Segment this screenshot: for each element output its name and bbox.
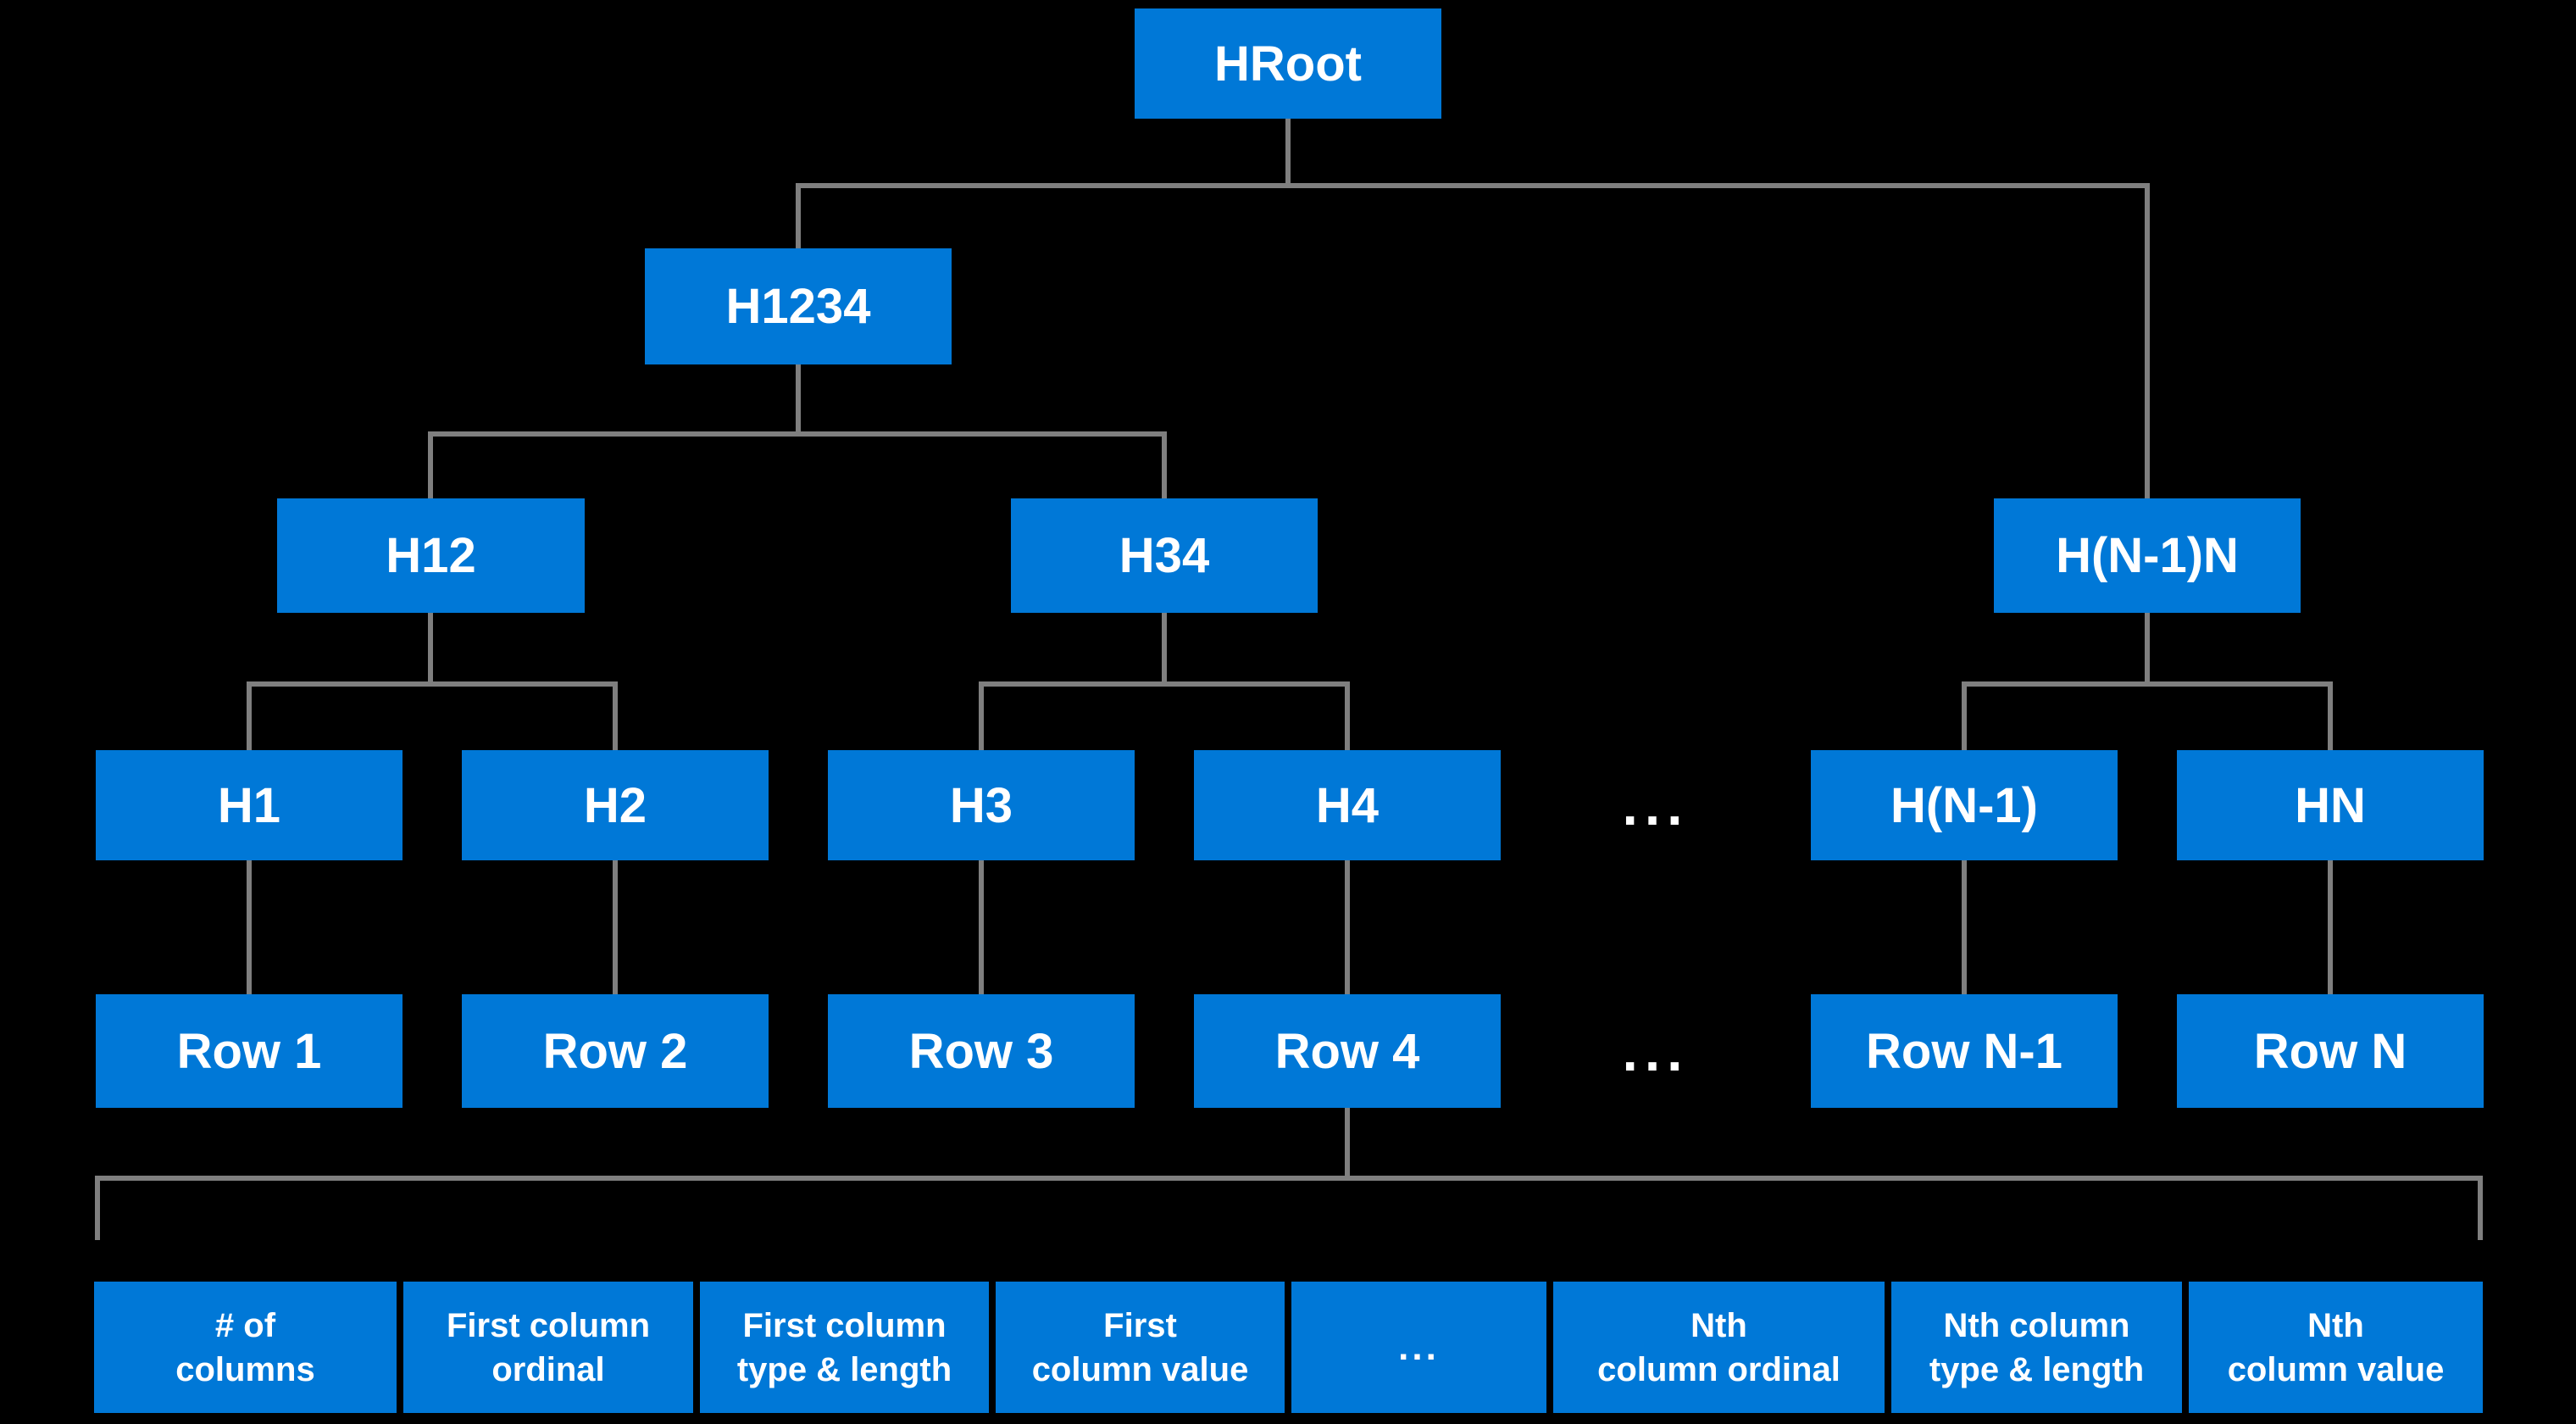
connector-h12-horizontal (247, 681, 618, 687)
connector-h3-row3 (979, 860, 984, 994)
node-h1234: H1234 (645, 248, 952, 364)
connector-h12-drop-right (613, 681, 618, 750)
connector-top-drop-right (2145, 183, 2150, 498)
node-h1: H1 (96, 750, 402, 860)
record-cell-first-column-ordinal: First column ordinal (403, 1282, 693, 1413)
node-h3: H3 (828, 750, 1135, 860)
hash-level-ellipsis: ... (1622, 774, 1690, 837)
node-row-4: Row 4 (1194, 994, 1501, 1108)
connector-h34-horizontal (979, 681, 1350, 687)
connector-h34-down (1162, 613, 1167, 681)
connector-h2-row2 (613, 860, 618, 994)
row-level-ellipsis: ... (1622, 1020, 1690, 1082)
node-row-2: Row 2 (462, 994, 769, 1108)
connector-top-horizontal (796, 183, 2150, 188)
node-row-3: Row 3 (828, 994, 1135, 1108)
node-row-n-1: Row N-1 (1811, 994, 2118, 1108)
connector-h1234-down (796, 364, 801, 431)
node-hn-1n: H(N-1)N (1994, 498, 2301, 613)
connector-root-down (1285, 119, 1291, 183)
node-row-1: Row 1 (96, 994, 402, 1108)
connector-hn1n-drop-right (2328, 681, 2333, 750)
connector-hn1n-down (2145, 613, 2150, 681)
node-h34: H34 (1011, 498, 1318, 613)
node-hn-1: H(N-1) (1811, 750, 2118, 860)
record-cell-first-column-value: First column value (996, 1282, 1285, 1413)
connector-h34-drop-right (1345, 681, 1350, 750)
record-cell-first-column-type-length: First column type & length (700, 1282, 989, 1413)
connector-h4-row4 (1345, 860, 1350, 994)
connector-h1234-drop-left (428, 431, 433, 498)
node-hn: HN (2177, 750, 2484, 860)
connector-record-bracket-right-tick (2478, 1176, 2483, 1240)
connector-h34-drop-left (979, 681, 984, 750)
node-h4: H4 (1194, 750, 1501, 860)
record-cell-nth-column-value: Nth column value (2189, 1282, 2483, 1413)
connector-hn1n-drop-left (1962, 681, 1967, 750)
connector-h1-row1 (247, 860, 252, 994)
record-cell-num-columns: # of columns (94, 1282, 397, 1413)
connector-h1234-drop-right (1162, 431, 1167, 498)
connector-record-bracket (95, 1176, 2483, 1181)
node-row-n: Row N (2177, 994, 2484, 1108)
connector-h1234-horizontal (428, 431, 1167, 437)
node-h2: H2 (462, 750, 769, 860)
connector-record-bracket-left-tick (95, 1176, 100, 1240)
connector-hn-rown (2328, 860, 2333, 994)
connector-row4-to-record (1345, 1108, 1350, 1176)
record-cell-nth-column-type-length: Nth column type & length (1891, 1282, 2182, 1413)
connector-h12-down (428, 613, 433, 681)
record-cell-ellipsis: ... (1291, 1282, 1546, 1413)
connector-hn1n-horizontal (1962, 681, 2333, 687)
connector-hn1-rown1 (1962, 860, 1967, 994)
record-cell-nth-column-ordinal: Nth column ordinal (1553, 1282, 1885, 1413)
node-hroot: HRoot (1135, 8, 1441, 119)
connector-top-drop-left (796, 183, 801, 248)
node-h12: H12 (277, 498, 585, 613)
connector-h12-drop-left (247, 681, 252, 750)
